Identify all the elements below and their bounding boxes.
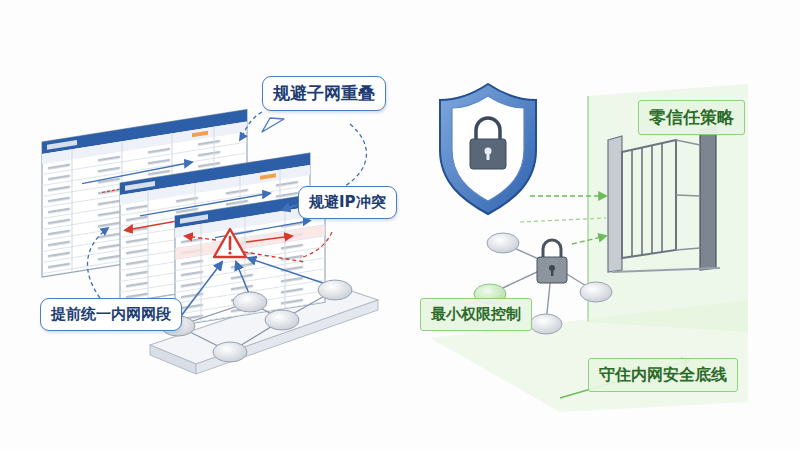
access-arrow xyxy=(530,195,606,196)
leader-arrow xyxy=(88,228,108,298)
callout-text: 最小权限控制 xyxy=(431,305,521,324)
gate-hinge xyxy=(676,140,700,250)
access-line xyxy=(520,218,606,222)
gate-post xyxy=(608,136,622,272)
bubble-tail xyxy=(262,118,284,132)
callout-text: 提前统一内网网段 xyxy=(51,305,171,324)
table-rows xyxy=(175,214,325,326)
trust-zone xyxy=(588,84,748,332)
leader-arrow xyxy=(282,205,297,210)
conflict-arrow xyxy=(246,236,292,242)
leader-line xyxy=(300,232,332,258)
callout-box: 规避IP冲突 xyxy=(298,186,397,219)
lock-shackle xyxy=(476,118,500,140)
warning-mark xyxy=(229,237,232,249)
callout-text: 零信任策略 xyxy=(649,107,734,128)
callout-box: 零信任策略 xyxy=(638,100,745,135)
gate-bars xyxy=(632,143,662,257)
shield-inner xyxy=(452,96,524,201)
platform-edge xyxy=(150,345,196,374)
status-tag xyxy=(192,131,208,138)
conflict-row xyxy=(175,225,325,259)
callout-box: 规避子网重叠 xyxy=(262,76,386,111)
gate-ground xyxy=(612,268,720,272)
window-logo xyxy=(47,140,77,150)
leader-arrow xyxy=(240,112,262,140)
callout-box: 最小权限控制 xyxy=(420,298,532,331)
gate-post xyxy=(700,126,716,270)
lock-keyhole xyxy=(551,269,553,276)
flow-arrow xyxy=(248,258,332,286)
baseline-band xyxy=(430,300,748,412)
security-shield xyxy=(440,84,536,214)
warning-triangle xyxy=(214,229,246,257)
flow-arrow xyxy=(236,262,250,296)
window-logo xyxy=(125,181,155,191)
conflict-arrow xyxy=(125,220,180,230)
network-node xyxy=(580,282,612,302)
lock-shackle xyxy=(543,240,561,258)
lock-keyhole xyxy=(487,152,490,160)
network-node xyxy=(318,280,352,300)
network-node xyxy=(233,292,267,312)
access-arrow xyxy=(572,236,606,244)
gate-door xyxy=(622,140,676,258)
conflict-arrow xyxy=(185,236,216,240)
status-tag xyxy=(260,173,276,180)
lock-body xyxy=(537,257,567,283)
callout-box: 提前统一内网网段 xyxy=(40,298,182,331)
network-node xyxy=(530,314,562,334)
callout-box: 守住内网安全底线 xyxy=(588,358,738,392)
window-logo xyxy=(180,214,208,223)
lock-body xyxy=(470,139,506,169)
callout-text: 规避子网重叠 xyxy=(273,83,375,104)
network-node xyxy=(265,310,299,330)
network-node xyxy=(487,233,519,253)
network-node xyxy=(213,342,247,362)
flow-arrow xyxy=(178,262,222,320)
callout-text: 规避IP冲突 xyxy=(309,193,386,212)
callout-text: 守住内网安全底线 xyxy=(599,365,727,385)
warning-dot xyxy=(228,251,231,254)
leader-line xyxy=(345,124,366,186)
